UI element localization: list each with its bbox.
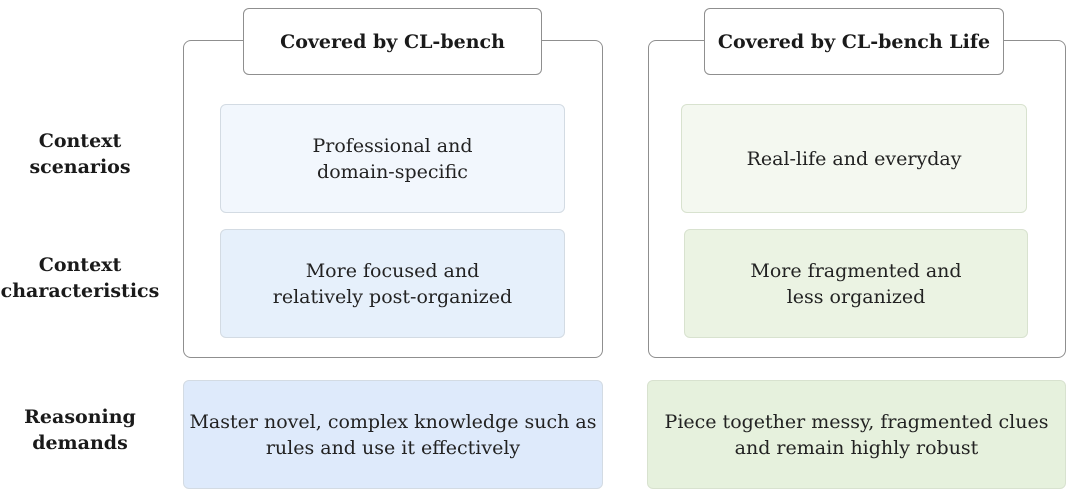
cl-bench-header: Covered by CL-bench	[243, 8, 542, 75]
cl-bench-reasoning-demands-cell: Master novel, complex knowledge such as …	[183, 380, 603, 489]
row-label-context-scenarios: Context scenarios	[29, 130, 131, 178]
cl-bench-life-context-scenarios-cell: Real-life and everyday	[681, 104, 1027, 213]
cl-bench-life-context-characteristics-cell: More fragmented and less organized	[684, 229, 1028, 338]
cl-bench-context-scenarios-cell: Professional and domain-specific	[220, 104, 565, 213]
row-label-reasoning-demands: Reasoning demands	[24, 406, 136, 454]
cl-bench-life-reasoning-demands-cell: Piece together messy, fragmented clues a…	[647, 380, 1066, 489]
cl-bench-context-characteristics-cell: More focused and relatively post-organiz…	[220, 229, 565, 338]
cl-bench-life-header: Covered by CL-bench Life	[704, 8, 1004, 75]
row-label-context-characteristics: Context characteristics	[0, 254, 160, 302]
